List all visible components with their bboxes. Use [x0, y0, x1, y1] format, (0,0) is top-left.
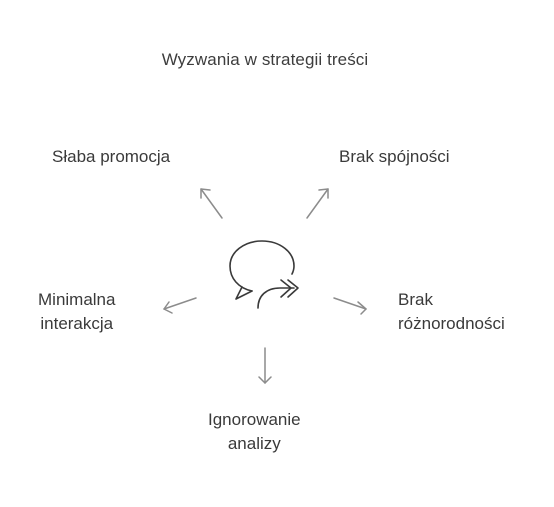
challenge-label-line: analizy	[227, 434, 281, 453]
challenge-label-line: Minimalna	[38, 290, 116, 309]
arrow-to-slaba-promocja	[200, 188, 223, 219]
challenge-label-line: Ignorowanie	[208, 410, 301, 429]
challenge-label-minimalna-interakcja: Minimalna interakcja	[38, 288, 115, 336]
challenge-label-line: Słaba promocja	[52, 147, 171, 166]
challenge-label-line: Brak spójności	[339, 147, 450, 166]
arrow-to-brak-spojnosci	[306, 188, 329, 219]
speech-bubble-forward-icon	[229, 240, 299, 309]
challenge-label-line: różnorodności	[398, 314, 505, 333]
arrow-to-ignorowanie-analizy	[258, 347, 272, 384]
arrow-to-minimalna-interakcja	[163, 297, 197, 314]
challenge-label-line: interakcja	[40, 314, 114, 333]
challenge-label-slaba-promocja: Słaba promocja	[52, 145, 170, 169]
diagram-title: Wyzwania w strategii treści	[161, 50, 369, 69]
challenge-label-brak-roznorodnosci: Brak różnorodności	[398, 288, 505, 336]
arrow-to-brak-roznorodnosci	[333, 297, 367, 315]
challenge-label-brak-spojnosci: Brak spójności	[339, 145, 450, 169]
challenge-label-ignorowanie-analizy: Ignorowanie analizy	[208, 408, 301, 456]
challenge-label-line: Brak	[398, 290, 433, 309]
